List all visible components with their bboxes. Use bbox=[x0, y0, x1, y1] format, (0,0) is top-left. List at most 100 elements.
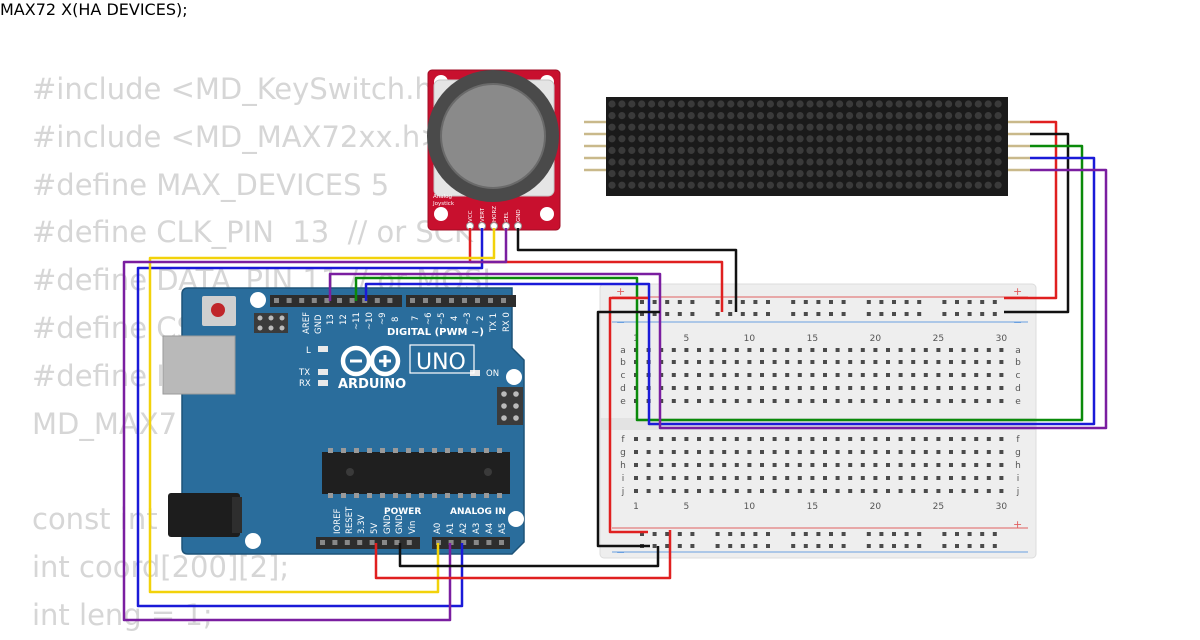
row-letter: i bbox=[1017, 474, 1020, 484]
svg-text:2: 2 bbox=[476, 316, 486, 321]
row-letter: c bbox=[621, 371, 626, 381]
row-letter: a bbox=[620, 346, 626, 356]
svg-text:A4: A4 bbox=[485, 523, 495, 534]
power-label: POWER bbox=[384, 507, 421, 517]
led-on bbox=[470, 370, 480, 376]
row-letter: h bbox=[620, 461, 626, 471]
wires[interactable] bbox=[122, 120, 1108, 622]
led-label: L bbox=[306, 346, 311, 356]
row-letter: f bbox=[1016, 435, 1020, 445]
svg-text:RESET: RESET bbox=[345, 506, 355, 534]
wire-red bbox=[374, 530, 672, 580]
row-letter: b bbox=[1015, 358, 1021, 368]
svg-text:12: 12 bbox=[339, 314, 349, 325]
svg-text:A3: A3 bbox=[472, 523, 482, 534]
row-letter: e bbox=[1015, 397, 1021, 407]
reset-button-cap[interactable] bbox=[211, 303, 225, 317]
led-l bbox=[318, 346, 328, 352]
wire-blue bbox=[364, 156, 1096, 426]
code-line: #include <MD_KeySwitch.h> bbox=[32, 72, 458, 106]
power-header[interactable] bbox=[316, 537, 420, 549]
svg-text:~10: ~10 bbox=[365, 312, 375, 330]
wire-purple bbox=[122, 228, 508, 622]
code-line: #define MAX_DEVICES 5 bbox=[32, 167, 390, 202]
wire-purple bbox=[328, 168, 1108, 430]
row-letter: h bbox=[1015, 461, 1021, 471]
usb-port[interactable] bbox=[162, 335, 236, 395]
svg-text:~6: ~6 bbox=[424, 312, 434, 325]
svg-text:IOREF: IOREF bbox=[333, 509, 343, 534]
column-number: 20 bbox=[870, 502, 882, 512]
row-letter: c bbox=[1016, 371, 1021, 381]
led-label: ON bbox=[486, 369, 499, 379]
analog-joystick-module[interactable]: Analog Joystick VCC VERT HORZ SEL GND bbox=[427, 69, 561, 231]
svg-text:SEL: SEL bbox=[504, 211, 510, 222]
icsp-header-2 bbox=[497, 387, 523, 425]
svg-text:GND: GND bbox=[395, 514, 405, 534]
matrix-input-pins bbox=[584, 120, 606, 172]
column-number: 1 bbox=[633, 502, 639, 512]
matrix-output-pins[interactable] bbox=[1008, 120, 1030, 172]
analog-header[interactable] bbox=[432, 537, 510, 549]
dc-power-jack[interactable] bbox=[168, 493, 240, 537]
svg-text:~9: ~9 bbox=[378, 312, 388, 325]
code-line: #define CLK_PIN 13 // or SCK bbox=[32, 215, 474, 250]
led-label: RX bbox=[299, 379, 311, 389]
digital-pin-labels: AREF GND 13 12 ~11 ~10 ~9 8 7 ~6 ~5 4 ~3… bbox=[302, 312, 512, 334]
mount-hole bbox=[508, 511, 524, 527]
row-letter: a bbox=[1015, 346, 1021, 356]
svg-text:7: 7 bbox=[411, 316, 421, 321]
svg-text:3.3V: 3.3V bbox=[357, 514, 367, 534]
svg-text:4: 4 bbox=[450, 316, 460, 321]
code-fragment: X(HA bbox=[61, 0, 102, 19]
wire-red bbox=[468, 228, 724, 312]
code-fragment: DEVICES); bbox=[106, 0, 188, 19]
joystick-pins[interactable] bbox=[466, 222, 522, 230]
svg-text:13: 13 bbox=[326, 314, 336, 325]
svg-text:HORZ: HORZ bbox=[492, 206, 498, 222]
rail-plus-label: + bbox=[616, 285, 625, 298]
svg-text:GND: GND bbox=[314, 314, 324, 334]
rail-plus-label: + bbox=[1013, 518, 1022, 531]
column-number: 5 bbox=[684, 334, 690, 344]
svg-text:A5: A5 bbox=[498, 523, 508, 534]
arduino-logo bbox=[340, 345, 401, 377]
digital-header-right[interactable] bbox=[406, 295, 516, 307]
wire-black bbox=[516, 228, 738, 312]
arduino-uno-board[interactable]: AREF GND 13 12 ~11 ~10 ~9 8 7 ~6 ~5 4 ~3… bbox=[162, 287, 525, 555]
row-letter: d bbox=[620, 384, 626, 394]
svg-text:~5: ~5 bbox=[437, 312, 447, 325]
code-line: int leng = 1; bbox=[32, 597, 213, 632]
column-number: 15 bbox=[807, 502, 818, 512]
uno-label: UNO bbox=[416, 350, 466, 375]
row-letter: g bbox=[620, 448, 626, 458]
wire-black bbox=[398, 543, 660, 568]
svg-text:GND: GND bbox=[383, 514, 393, 534]
joystick-knob[interactable] bbox=[440, 83, 546, 189]
svg-text:~11: ~11 bbox=[352, 312, 362, 330]
breadboard-holes[interactable] bbox=[634, 300, 1004, 548]
svg-text:VERT: VERT bbox=[480, 207, 486, 222]
svg-text:5V: 5V bbox=[370, 523, 380, 534]
row-letter: g bbox=[1015, 448, 1021, 458]
column-number: 10 bbox=[744, 334, 756, 344]
wire-red bbox=[1004, 120, 1058, 300]
svg-text:A2: A2 bbox=[459, 523, 469, 534]
svg-text:AREF: AREF bbox=[302, 312, 312, 334]
mount-hole bbox=[245, 533, 261, 549]
joystick-label: Analog bbox=[433, 194, 452, 200]
row-letter: j bbox=[621, 487, 625, 497]
mount-hole bbox=[250, 292, 266, 308]
digital-header-label: DIGITAL (PWM ~) bbox=[387, 327, 484, 338]
row-letter: f bbox=[621, 435, 625, 445]
led-matrix-display bbox=[584, 97, 1030, 196]
power-pin-labels: IOREF RESET 3.3V 5V GND GND Vin A0 A1 A2… bbox=[333, 506, 508, 534]
row-letter: i bbox=[622, 474, 625, 484]
column-number: 30 bbox=[996, 502, 1008, 512]
svg-text:~3: ~3 bbox=[463, 312, 473, 325]
rail-minus-label: − bbox=[1013, 316, 1022, 329]
mount-hole bbox=[506, 369, 522, 385]
sketch-source-code: #include <MD_KeySwitch.h>#include <MD_MA… bbox=[32, 66, 491, 640]
uno-label-box bbox=[409, 344, 475, 374]
